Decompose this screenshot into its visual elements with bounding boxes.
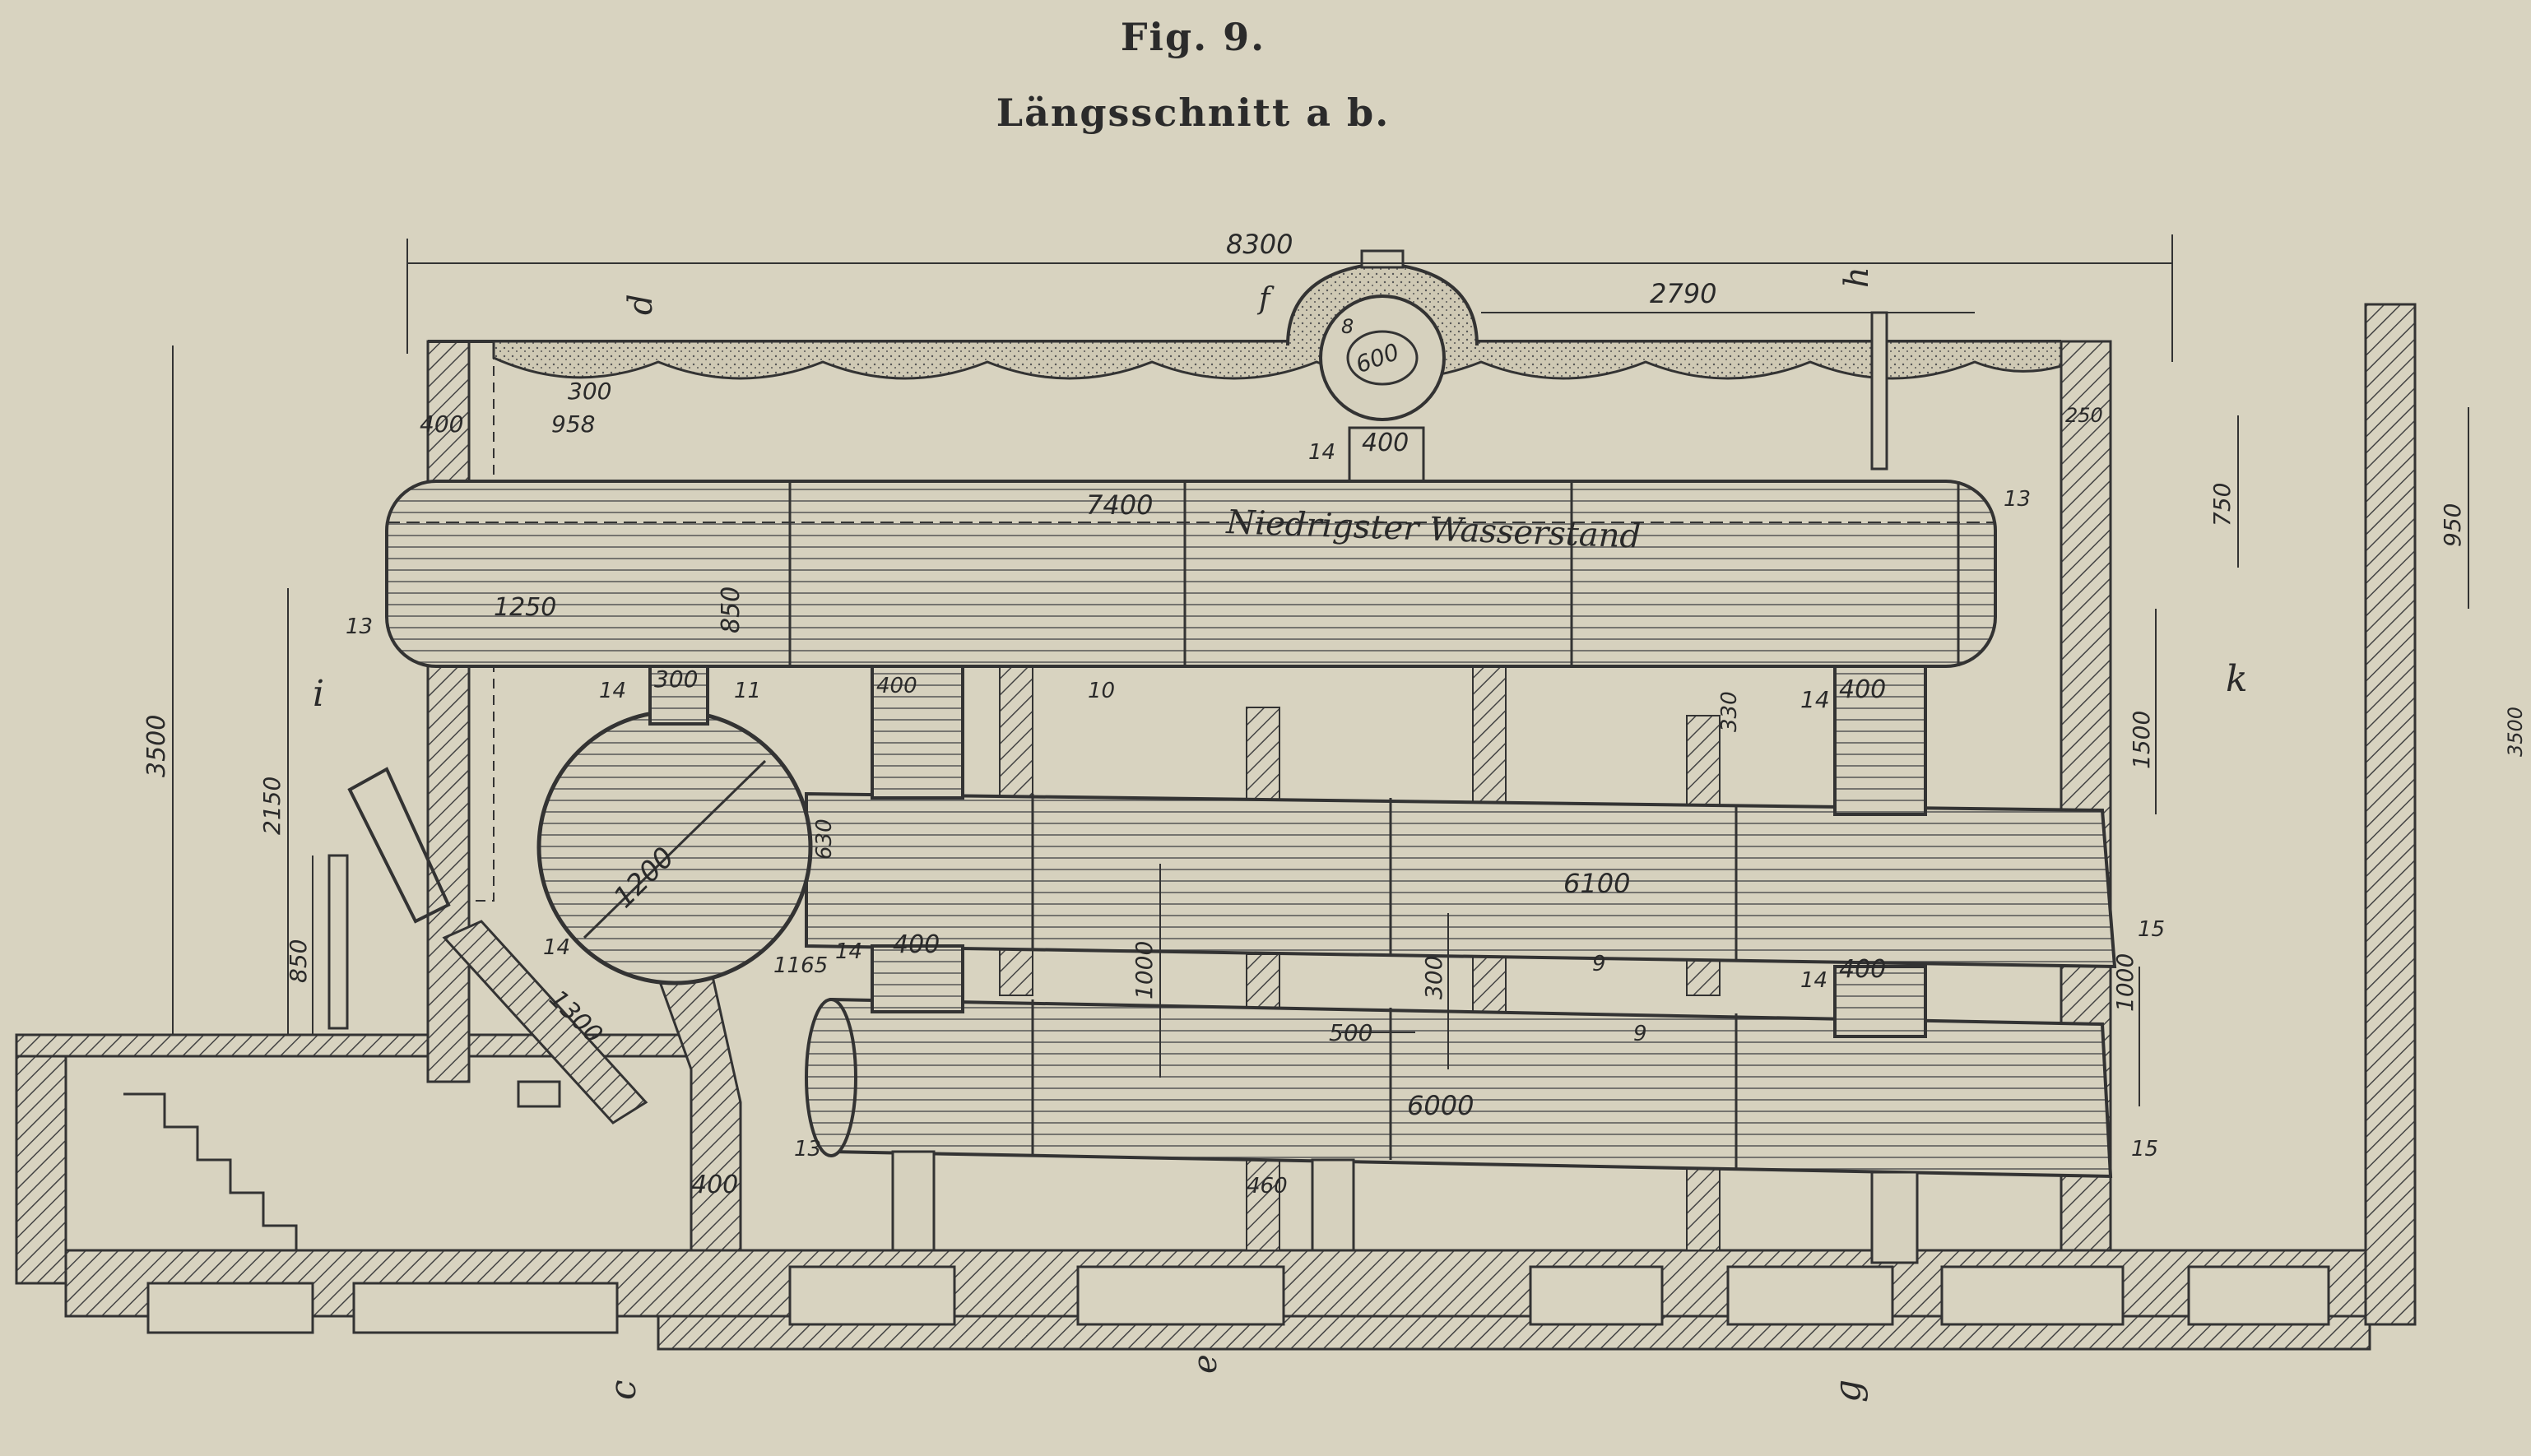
dim-1000-right: 1000 (2111, 953, 2139, 1012)
dim-1000-mid: 1000 (1131, 941, 1158, 999)
dim-13-left: 13 (346, 614, 373, 639)
dim-9-a: 9 (1592, 952, 1606, 976)
mark-i: i (313, 673, 324, 715)
grate (327, 767, 648, 1124)
dim-8: 8 (1341, 315, 1354, 338)
dim-6000: 6000 (1407, 1090, 1474, 1121)
dim-15-a: 15 (2138, 917, 2165, 942)
connecting-necks (648, 665, 1927, 1038)
dim-14-neck: 14 (599, 679, 626, 703)
figure-subtitle: Längsschnitt a b. (996, 90, 1391, 135)
dim-400-rl: 400 (1839, 955, 1886, 984)
mark-e: e (1187, 1354, 1224, 1374)
dim-850-lower: 850 (285, 939, 312, 983)
dim-14-dome: 14 (1308, 440, 1335, 465)
dim-330: 330 (1717, 691, 1742, 732)
dim-14-right: 14 (1800, 686, 1830, 713)
dim-500: 500 (1329, 1019, 1372, 1046)
dimension-lines (172, 234, 2469, 1106)
dim-15-b: 15 (2131, 1137, 2158, 1162)
steam-dome (1319, 249, 1888, 487)
dim-11: 11 (734, 679, 761, 703)
dim-14-rl: 14 (1800, 968, 1827, 993)
dim-10: 10 (1088, 679, 1115, 703)
dim-6100: 6100 (1563, 868, 1630, 899)
dim-850-upper: 850 (717, 587, 745, 633)
dim-300-low: 300 (1420, 956, 1447, 999)
top-insulation (428, 261, 2063, 380)
mark-g: g (1827, 1379, 1869, 1403)
front-header (536, 709, 813, 985)
figure-title: Fig. 9. (1120, 15, 1266, 59)
upper-drum (385, 480, 1997, 668)
mark-h: h (1838, 267, 1876, 288)
dim-7400: 7400 (1086, 489, 1153, 521)
dim-300-neck: 300 (654, 665, 698, 693)
mark-k: k (2226, 658, 2248, 700)
dim-1500: 1500 (2128, 711, 2155, 769)
dim-400-bottom: 400 (691, 1171, 738, 1199)
dim-8300: 8300 (1226, 229, 1293, 260)
dim-13-upper: 13 (2004, 487, 2031, 512)
mark-d: d (622, 294, 660, 315)
dim-14-low: 14 (835, 939, 862, 964)
dim-2790: 2790 (1650, 278, 1716, 309)
mark-f: f (1256, 282, 1275, 316)
dim-750: 750 (2208, 483, 2236, 526)
dim-14-sphere: 14 (543, 935, 570, 960)
dim-630: 630 (812, 818, 837, 860)
dim-3500: 3500 (142, 715, 171, 777)
dim-950: 950 (2439, 503, 2466, 547)
dim-400-dome: 400 (1362, 429, 1409, 457)
dim-2150: 2150 (258, 777, 286, 835)
section-marks: d f h i k c e g (313, 267, 2248, 1403)
dim-400-neck: 400 (876, 674, 917, 698)
dim-958: 958 (551, 410, 595, 438)
dim-300-top: 300 (568, 378, 611, 405)
dim-9-b: 9 (1633, 1022, 1647, 1046)
dim-460: 460 (1247, 1174, 1288, 1199)
dim-250: 250 (2065, 404, 2103, 427)
dim-13-lower: 13 (794, 1137, 821, 1162)
middle-drum (805, 791, 2117, 969)
supports (891, 1150, 1919, 1264)
dim-400-left: 400 (420, 410, 463, 438)
lower-drum (805, 997, 2113, 1179)
dim-1165: 1165 (773, 953, 828, 978)
dim-400-right: 400 (1839, 675, 1886, 704)
dim-1250: 1250 (494, 593, 556, 622)
mark-c: c (602, 1379, 644, 1400)
dim-3500-right: 3500 (2504, 707, 2527, 757)
dim-400-low: 400 (893, 930, 940, 959)
